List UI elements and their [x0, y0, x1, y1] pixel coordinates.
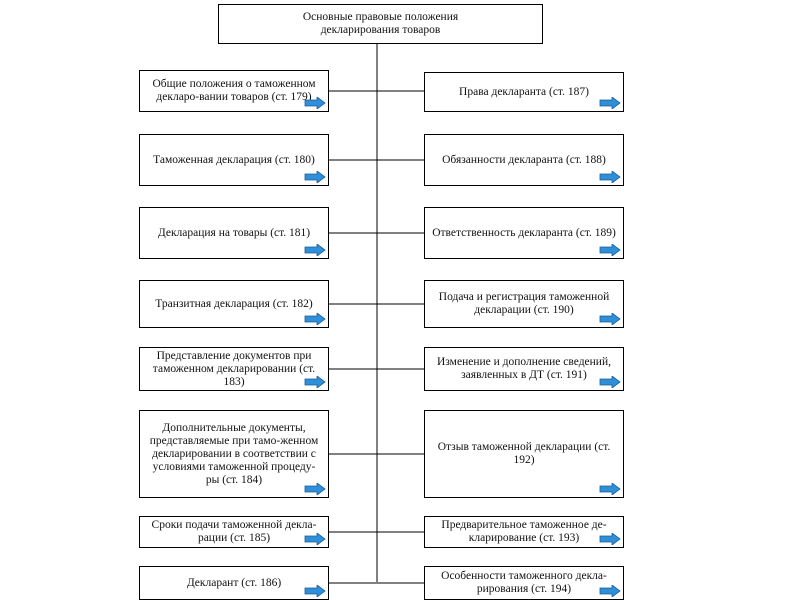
- right-box-2: Обязанности декларанта (ст. 188): [424, 134, 624, 186]
- right-box-5-label: Изменение и дополнение сведений, заявлен…: [437, 356, 611, 381]
- right-arrow-icon: [304, 244, 326, 256]
- right-box-8-label: Особенности таможенного декла-рирования …: [441, 570, 607, 595]
- right-box-4-label: Подача и регистрация таможенной декларац…: [438, 291, 610, 316]
- left-box-8-label: Декларант (ст. 186): [186, 576, 282, 589]
- right-arrow-icon: [304, 171, 326, 183]
- right-arrow-icon: [599, 376, 621, 388]
- right-arrow-icon: [304, 585, 326, 597]
- left-box-1-label: Общие положения о таможенном декларо-ван…: [152, 78, 316, 103]
- left-box-6-label: Дополнительные документы, представляемые…: [149, 421, 319, 486]
- right-box-2-label: Обязанности декларанта (ст. 188): [442, 153, 606, 166]
- left-box-3: Декларация на товары (ст. 181): [139, 207, 329, 259]
- right-box-6-label: Отзыв таможенной декларации (ст. 192): [437, 441, 611, 466]
- left-box-7: Сроки подачи таможенной декла-рации (ст.…: [139, 516, 329, 548]
- right-arrow-icon: [599, 533, 621, 545]
- right-arrow-icon: [599, 313, 621, 325]
- right-arrow-icon: [599, 244, 621, 256]
- right-arrow-icon: [599, 171, 621, 183]
- right-arrow-icon: [304, 97, 326, 109]
- right-box-3-label: Ответственность декларанта (ст. 189): [432, 226, 616, 239]
- left-box-2-label: Таможенная декларация (ст. 180): [153, 153, 315, 166]
- left-box-4-label: Транзитная декларация (ст. 182): [155, 297, 313, 310]
- left-box-5: Представление документов при таможенном …: [139, 347, 329, 391]
- right-arrow-icon: [304, 483, 326, 495]
- right-box-1: Права декларанта (ст. 187): [424, 72, 624, 112]
- left-box-8: Декларант (ст. 186): [139, 566, 329, 600]
- left-box-5-label: Представление документов при таможенном …: [152, 349, 316, 388]
- left-box-1: Общие положения о таможенном декларо-ван…: [139, 70, 329, 112]
- right-box-8: Особенности таможенного декла-рирования …: [424, 566, 624, 600]
- right-arrow-icon: [599, 483, 621, 495]
- right-box-7-label: Предварительное таможенное де-кларирован…: [441, 519, 607, 544]
- root-label: Основные правовые положения декларирован…: [302, 11, 459, 36]
- right-box-1-label: Права декларанта (ст. 187): [459, 85, 589, 98]
- left-box-7-label: Сроки подачи таможенной декла-рации (ст.…: [151, 519, 317, 544]
- right-box-4: Подача и регистрация таможенной декларац…: [424, 280, 624, 328]
- right-box-7: Предварительное таможенное де-кларирован…: [424, 516, 624, 548]
- left-box-4: Транзитная декларация (ст. 182): [139, 280, 329, 328]
- left-box-3-label: Декларация на товары (ст. 181): [157, 226, 311, 239]
- right-arrow-icon: [304, 533, 326, 545]
- right-arrow-icon: [304, 313, 326, 325]
- right-arrow-icon: [599, 585, 621, 597]
- right-arrow-icon: [599, 97, 621, 109]
- left-box-2: Таможенная декларация (ст. 180): [139, 134, 329, 186]
- right-box-6: Отзыв таможенной декларации (ст. 192): [424, 410, 624, 498]
- right-box-3: Ответственность декларанта (ст. 189): [424, 207, 624, 259]
- right-arrow-icon: [304, 376, 326, 388]
- root-box: Основные правовые положения декларирован…: [218, 4, 543, 44]
- left-box-6: Дополнительные документы, представляемые…: [139, 410, 329, 498]
- right-box-5: Изменение и дополнение сведений, заявлен…: [424, 347, 624, 391]
